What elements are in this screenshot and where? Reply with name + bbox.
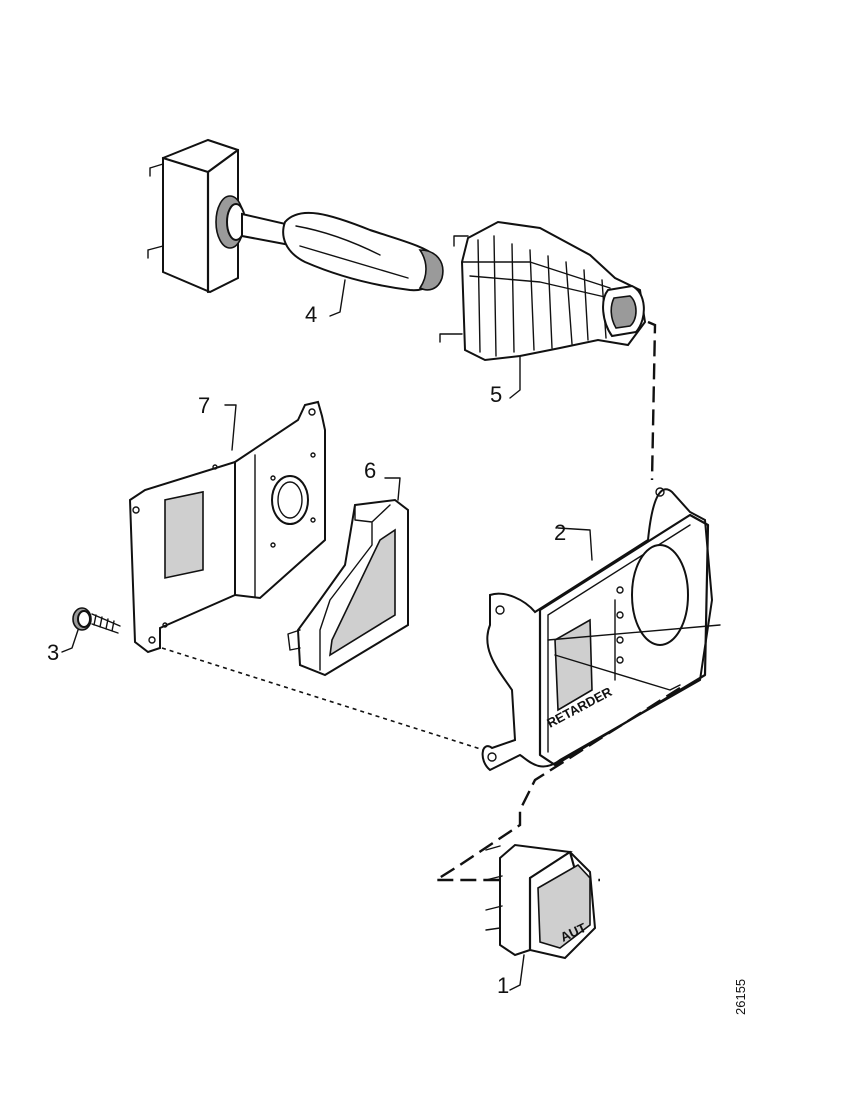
lever-switch-part-4: [147, 138, 444, 317]
callout-1: 1: [497, 973, 509, 998]
callout-7: 7: [198, 393, 210, 418]
rubber-gaiter-part-5: [439, 220, 647, 399]
callout-3: 3: [47, 640, 59, 665]
callout-5: 5: [490, 382, 502, 407]
drawing-reference: 26155: [733, 979, 748, 1015]
assembly-line-2-to-1: [431, 686, 681, 882]
panel-part-2: RETARDER: [481, 487, 721, 772]
mounting-bracket-part-7: [128, 400, 326, 654]
rocker-switch-part-1: AUT: [485, 843, 597, 991]
callout-4: 4: [305, 302, 317, 327]
assembly-line-3-to-2: [161, 647, 491, 753]
cover-part-6: [287, 477, 409, 677]
assembly-line-5-to-2: [647, 320, 657, 481]
screw-part-3: [61, 607, 121, 653]
callout-6: 6: [364, 458, 376, 483]
callout-2: 2: [554, 520, 566, 545]
